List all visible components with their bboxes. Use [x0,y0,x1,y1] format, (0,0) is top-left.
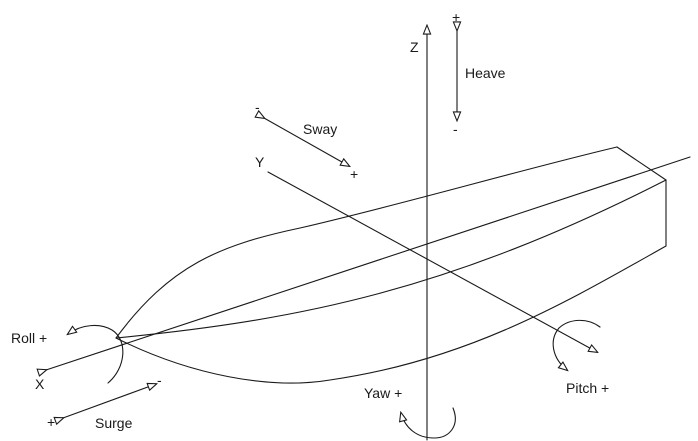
heave-minus-sign: - [453,121,458,137]
surge-label: Surge [95,415,133,431]
z-axis-label: Z [410,39,419,55]
pitch-rotation-arrow [552,319,601,370]
sway-label: Sway [303,121,337,137]
y-axis-line [267,171,597,352]
surge-plus-sign: + [47,414,55,430]
hull-keel-line [115,245,667,384]
pitch-label: Pitch + [566,380,609,396]
surge-minus-sign: - [157,372,162,388]
x-axis-label: X [35,376,45,392]
heave-plus-sign: + [452,9,460,25]
hull [115,146,667,384]
y-axis-label: Y [255,154,265,170]
hull-deck-edge-lower [115,179,667,339]
yaw-rotation-arrow [401,407,456,439]
sway-arrow [264,118,349,166]
heave-label: Heave [465,65,506,81]
hull-transom-top [616,146,667,181]
hull-deck-edge-upper [115,146,618,339]
surge-arrow [63,384,156,418]
sway-minus-sign: - [255,99,260,115]
x-axis-line [46,156,691,370]
roll-rotation-arrow [68,325,124,384]
roll-label: Roll + [11,330,47,346]
sway-plus-sign: + [350,166,358,182]
yaw-label: Yaw + [364,385,402,401]
